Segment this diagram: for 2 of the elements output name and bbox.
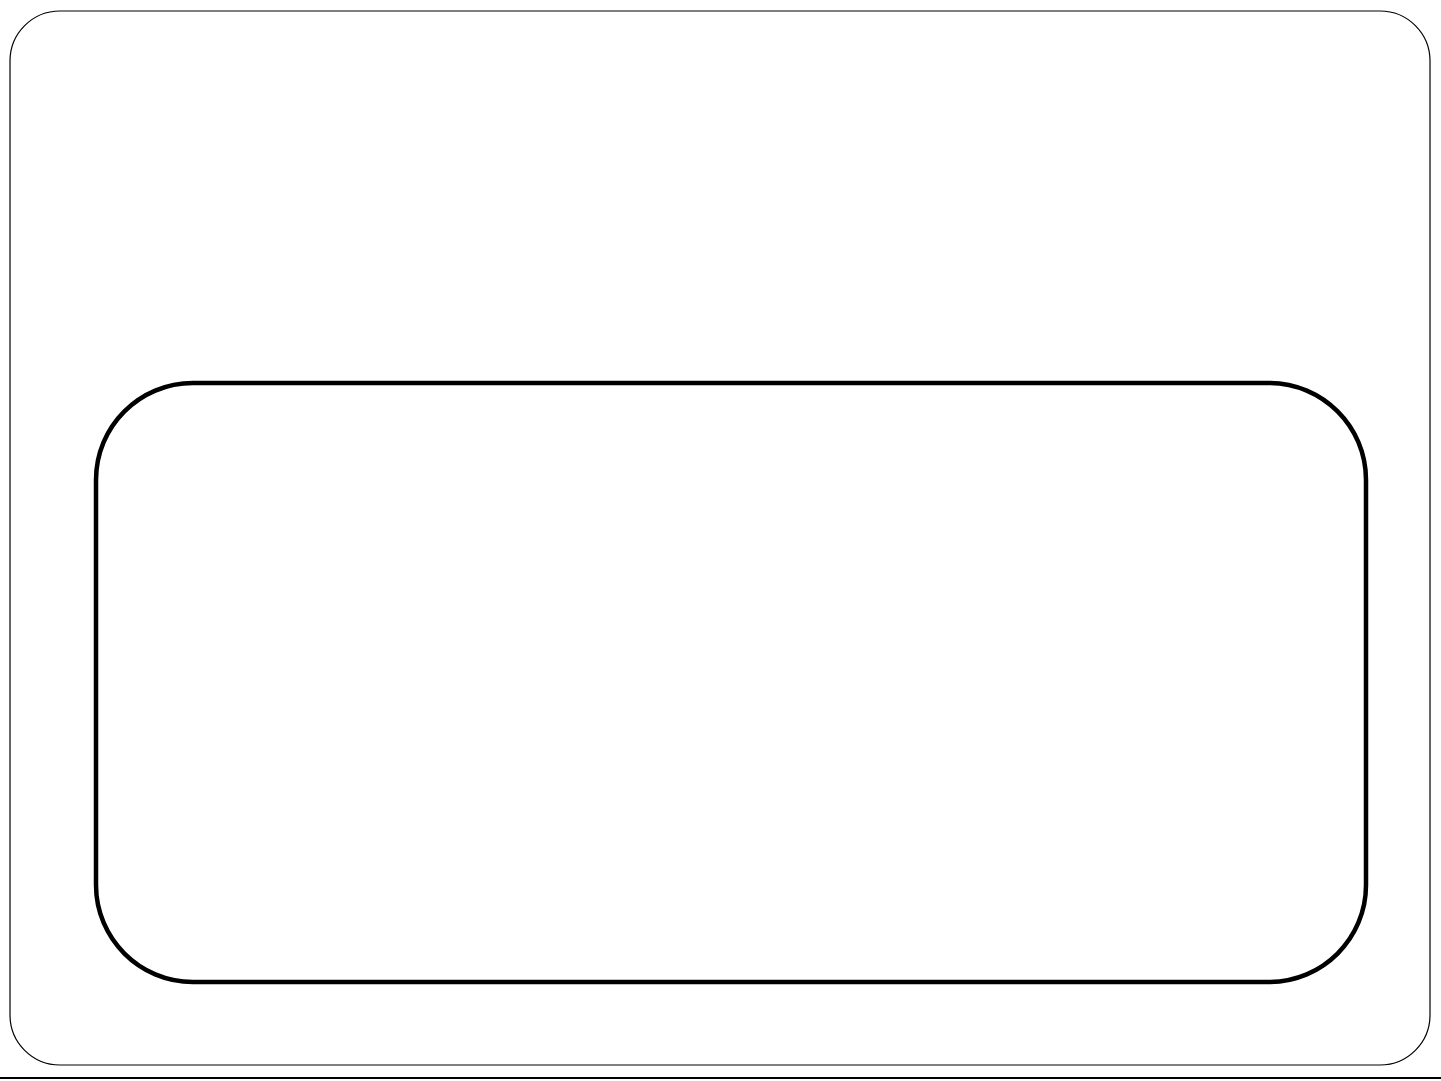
rounded-box — [9, 10, 1431, 1066]
rounded-box — [93, 380, 1369, 985]
